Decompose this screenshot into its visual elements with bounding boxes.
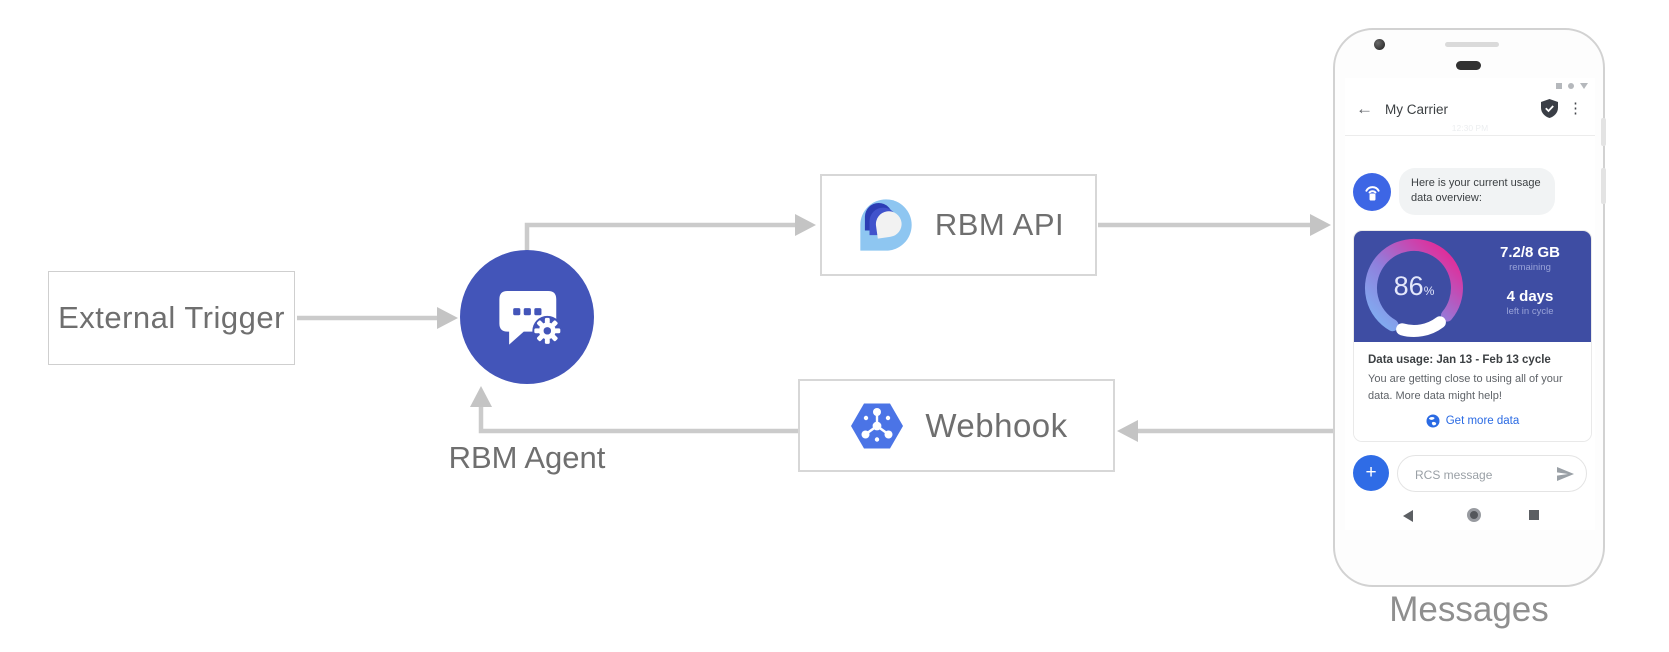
gauge-percent: 86% [1364,271,1464,302]
send-icon[interactable] [1557,467,1574,481]
rbm-api-node: RBM API [820,174,1097,276]
usage-card: 86% 7.2/8 GB remaining 4 days left in cy… [1354,231,1591,441]
status-square-icon [1556,83,1562,89]
usage-card-title: Data usage: Jan 13 - Feb 13 cycle [1368,354,1551,366]
rcs-message-input[interactable] [1413,457,1547,492]
arrow-webhook-to-agent [478,404,798,434]
volume-button [1601,168,1606,204]
compose-field[interactable] [1397,455,1587,492]
phone-screen: ← My Carrier ⋮ 12:30 PM Here is your cur… [1345,78,1595,530]
external-trigger-label: External Trigger [58,300,285,335]
chat-bubble: Here is your current usage data overview… [1399,168,1555,215]
usage-stats: 7.2/8 GB remaining 4 days left in cycle [1476,244,1584,317]
usage-card-header: 86% 7.2/8 GB remaining 4 days left in cy… [1354,231,1591,342]
attach-plus-button[interactable]: + [1353,455,1389,491]
remaining-label: remaining [1509,262,1551,273]
front-camera-dot [1374,39,1385,50]
messages-caption: Messages [1389,590,1549,629]
status-circle-icon [1568,83,1574,89]
timestamp-faint: 12:30 PM [1451,123,1489,133]
arrowhead-into-phone [1310,214,1331,236]
overflow-menu-icon[interactable]: ⋮ [1568,100,1583,117]
rbm-api-logo-icon [860,199,912,251]
arrowhead-into-agent [437,307,458,329]
get-more-data-label: Get more data [1445,415,1520,427]
rbm-agent-node [460,250,594,384]
phone-mockup: ← My Carrier ⋮ 12:30 PM Here is your cur… [1333,28,1606,587]
usage-card-body: Data usage: Jan 13 - Feb 13 cycle You ar… [1354,342,1591,441]
status-triangle-icon [1580,83,1588,89]
agent-avatar [1353,173,1391,211]
arrowhead-into-agent-bottom [470,386,492,407]
nav-back-button[interactable] [1403,510,1413,522]
earpiece-speaker [1445,42,1499,47]
arrowhead-into-api [795,214,816,236]
cycle-days-value: 4 days [1506,288,1554,305]
external-trigger-node: External Trigger [48,271,295,365]
webhook-label: Webhook [925,406,1068,444]
gauge-percent-sign: % [1423,284,1435,298]
power-button [1601,118,1606,146]
hotspot-antenna-icon [1364,185,1380,201]
android-nav-bar [1345,506,1595,526]
nav-recents-button[interactable] [1529,510,1539,520]
usage-gauge [1365,238,1463,337]
arrow-agent-to-api [524,222,798,252]
get-more-data-button[interactable]: Get more data [1368,414,1577,428]
arrowhead-into-webhook [1117,420,1138,442]
verified-badge-icon [1541,99,1558,118]
cycle-days-label: left in cycle [1506,306,1554,317]
nav-home-button[interactable] [1467,508,1481,522]
rbm-agent-label: RBM Agent [448,440,606,475]
sensor-pill [1456,61,1481,70]
usage-card-text: You are getting close to using all of yo… [1368,373,1563,402]
gauge-percent-value: 86 [1393,271,1424,301]
pubsub-hexagon-icon [851,403,904,448]
conversation-header: ← My Carrier ⋮ [1345,96,1595,130]
status-bar [1556,83,1588,89]
globe-icon [1426,414,1440,428]
webhook-node: Webhook [798,379,1115,472]
back-arrow-icon[interactable]: ← [1356,99,1373,118]
remaining-value: 7.2/8 GB [1499,244,1561,261]
conversation-title: My Carrier [1385,102,1448,117]
header-divider [1345,135,1595,136]
rbm-api-label: RBM API [934,207,1065,242]
chat-bubble-gear-icon [499,291,563,346]
